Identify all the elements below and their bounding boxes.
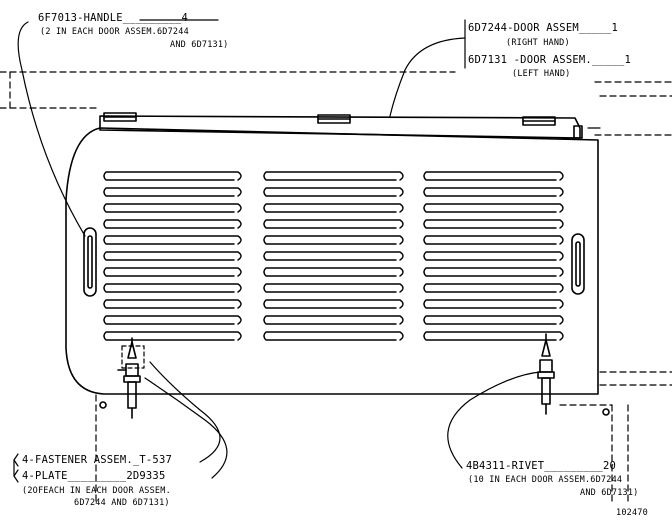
right-handle xyxy=(571,233,585,295)
louvre-slot xyxy=(263,299,404,309)
fastener-callout-line3: (2OFEACH IN EACH DOOR ASSEM. xyxy=(22,486,171,496)
door-top-rail xyxy=(99,115,581,139)
right-fastener xyxy=(537,333,555,415)
handle-callout-line1: (2 IN EACH DOOR ASSEM.6D7244 xyxy=(40,27,189,37)
louvre-slot xyxy=(103,235,242,245)
louvre-slot xyxy=(263,235,404,245)
handle-callout-title: 6F7013-HANDLE_________4 xyxy=(38,12,188,24)
hinge xyxy=(317,114,351,124)
louvre-slot xyxy=(103,187,242,197)
louvre-slot xyxy=(423,235,564,245)
louvre-slot xyxy=(263,283,404,293)
louvre-slot xyxy=(103,315,242,325)
louvre-slot xyxy=(263,267,404,277)
louvre-slot xyxy=(423,187,564,197)
louvre-slot xyxy=(263,187,404,197)
figure-number: 102470 xyxy=(616,508,648,518)
rivet-callout-title: 4B4311-RIVET_________20 xyxy=(466,460,616,472)
louvre-slot xyxy=(423,251,564,261)
rivet-callout-line2: AND 6D7131) xyxy=(580,488,639,498)
door-left-title: 6D7131 -DOOR ASSEM._____1 xyxy=(468,54,632,66)
louvre-slot xyxy=(263,331,404,341)
left-handle xyxy=(83,227,97,297)
door-panel xyxy=(65,127,599,395)
left-fastener xyxy=(117,337,145,419)
louvre-slot xyxy=(423,267,564,277)
handle-callout-line2: AND 6D7131) xyxy=(170,40,229,50)
louvre-slot xyxy=(103,219,242,229)
rivet-callout-line1: (10 IN EACH DOOR ASSEM.6D7244 xyxy=(468,475,623,485)
louvre-slot xyxy=(263,171,404,181)
louvre-slot xyxy=(103,331,242,341)
door-left-sub: (LEFT HAND) xyxy=(512,69,571,79)
louvre-slot xyxy=(423,331,564,341)
hinge xyxy=(522,116,556,126)
door-right-title: 6D7244-DOOR ASSEM_____1 xyxy=(468,22,618,34)
louvre-slot xyxy=(103,171,242,181)
louvre-slot xyxy=(103,299,242,309)
frame-dashed-lines xyxy=(0,71,672,506)
fastener-callout-line4: 6D7244 AND 6D7131) xyxy=(74,498,170,508)
louvre-slot xyxy=(263,251,404,261)
door-right-sub: (RIGHT HAND) xyxy=(506,38,570,48)
louvre-slot xyxy=(263,219,404,229)
leader-lines xyxy=(13,19,541,483)
louvre-slot xyxy=(263,315,404,325)
louvre-slot xyxy=(423,299,564,309)
louvre-slot xyxy=(103,283,242,293)
louvre-slot xyxy=(103,267,242,277)
louvre-slot xyxy=(423,283,564,293)
fastener-callout-line1: 4-FASTENER ASSEM._T-537 xyxy=(22,454,172,466)
louvre-slot xyxy=(423,171,564,181)
louvre-slot xyxy=(423,219,564,229)
fastener-callout-line2: 4-PLATE_________2D9335 xyxy=(22,470,166,482)
louvre-slot xyxy=(103,251,242,261)
louvre-group xyxy=(103,171,564,341)
louvre-slot xyxy=(103,203,242,213)
louvre-slot xyxy=(423,203,564,213)
louvre-slot xyxy=(423,315,564,325)
hinge xyxy=(103,112,137,122)
louvre-slot xyxy=(263,203,404,213)
